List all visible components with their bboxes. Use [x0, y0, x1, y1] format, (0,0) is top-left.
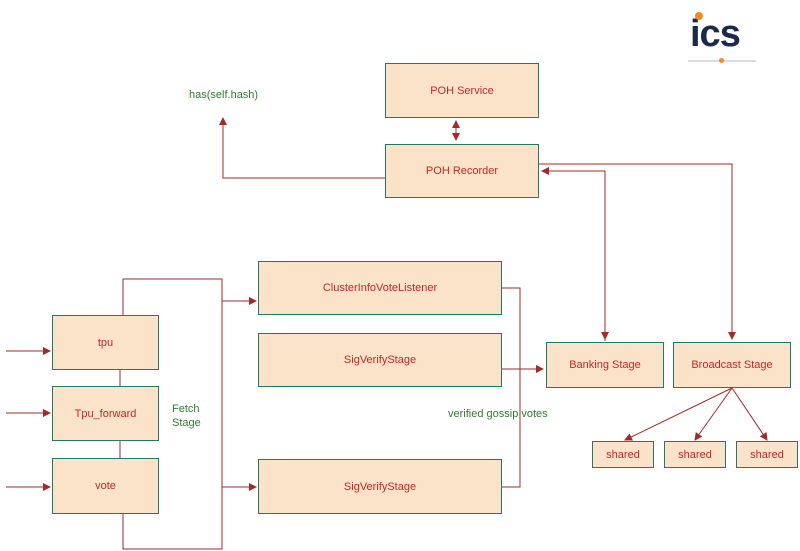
- node-sigverify-stage-top: SigVerifyStage: [258, 333, 502, 387]
- node-shared-3: shared: [736, 441, 798, 468]
- edge-broadcast-shared-1: [624, 387, 733, 441]
- label-verified-gossip-votes: verified gossip votes: [448, 408, 548, 420]
- node-poh-recorder: POH Recorder: [385, 144, 539, 198]
- node-label: POH Service: [430, 84, 494, 97]
- label-fetch-stage-line2: Stage: [172, 417, 201, 429]
- node-poh-service: POH Service: [385, 63, 539, 118]
- node-label: Broadcast Stage: [691, 359, 773, 371]
- ics-logo: ics: [686, 6, 762, 68]
- node-label: shared: [606, 448, 640, 461]
- edge-banking-recorder: [541, 167, 606, 341]
- edge-recorder-broadcast: [538, 163, 736, 340]
- logo-text: ics: [690, 13, 741, 55]
- node-label: Banking Stage: [569, 359, 641, 371]
- node-vote: vote: [52, 458, 159, 514]
- node-label: SigVerifyStage: [343, 480, 417, 493]
- edge-broadcast-shared-3: [731, 387, 768, 441]
- edge-cluster-sigverify: [502, 287, 521, 488]
- node-label: tpu: [97, 336, 114, 349]
- node-label: Tpu_forward: [74, 407, 137, 420]
- node-label: POH Recorder: [425, 165, 499, 177]
- node-broadcast-stage: Broadcast Stage: [673, 342, 791, 388]
- node-label: ClusterInfoVoteListener: [322, 282, 438, 294]
- node-sigverify-stage-bottom: SigVerifyStage: [258, 459, 502, 514]
- edge-broadcast-shared-2: [694, 387, 733, 441]
- label-has-self-hash: has(self.hash): [189, 89, 259, 101]
- logo-underline-dot: [719, 58, 724, 63]
- node-shared-1: shared: [592, 441, 654, 468]
- node-shared-2: shared: [664, 441, 726, 468]
- node-label: SigVerifyStage: [343, 354, 417, 366]
- node-banking-stage: Banking Stage: [546, 342, 664, 388]
- logo-dot: [695, 12, 703, 20]
- node-label: shared: [750, 448, 784, 461]
- node-label: shared: [678, 448, 712, 461]
- label-fetch-stage-line1: Fetch: [172, 403, 200, 415]
- node-label: vote: [95, 480, 116, 492]
- edge-recorder-hash: [219, 117, 385, 179]
- node-tpu-forward: Tpu_forward: [52, 386, 159, 441]
- node-cluster-info-vote-listener: ClusterInfoVoteListener: [258, 261, 502, 315]
- edge-fetch-cluster-top: [122, 278, 223, 550]
- label-fetch-stage: Fetch Stage: [172, 402, 201, 430]
- node-tpu: tpu: [52, 315, 159, 370]
